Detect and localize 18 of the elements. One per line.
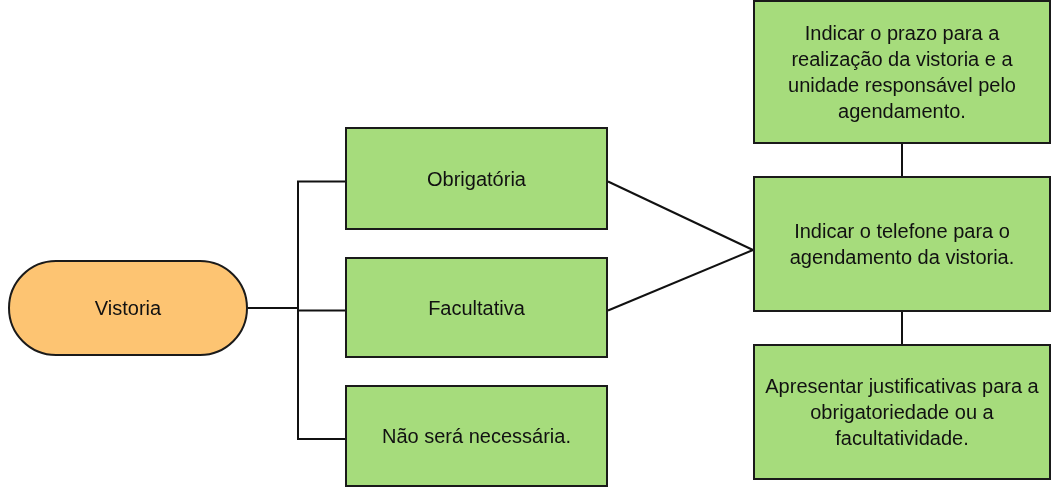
process-box (753, 344, 1051, 480)
node-label: Indicar o telefone para o agendamento da vistoria. (788, 219, 1016, 270)
process-box (345, 385, 608, 487)
node-label: Indicar o prazo para a realização da vistoria e a unidade responsável pelo agendamento. (787, 21, 1017, 124)
process-box (753, 176, 1051, 312)
node-label: Vistoria (94, 296, 162, 321)
node-label: Obrigatória (427, 166, 526, 192)
node-label: Apresentar justificativas para a obrigatoriedade ou a facultatividade. (764, 374, 1040, 451)
connector-line (901, 311, 903, 345)
process-box (753, 0, 1051, 144)
node-label: Facultativa (428, 295, 525, 321)
connector-line (607, 249, 754, 312)
connector-line (901, 143, 903, 177)
connector-line (607, 180, 754, 251)
node-label: Não será necessária. (382, 424, 571, 449)
connector-line (247, 307, 346, 440)
process-box (345, 127, 608, 230)
process-box (345, 257, 608, 358)
